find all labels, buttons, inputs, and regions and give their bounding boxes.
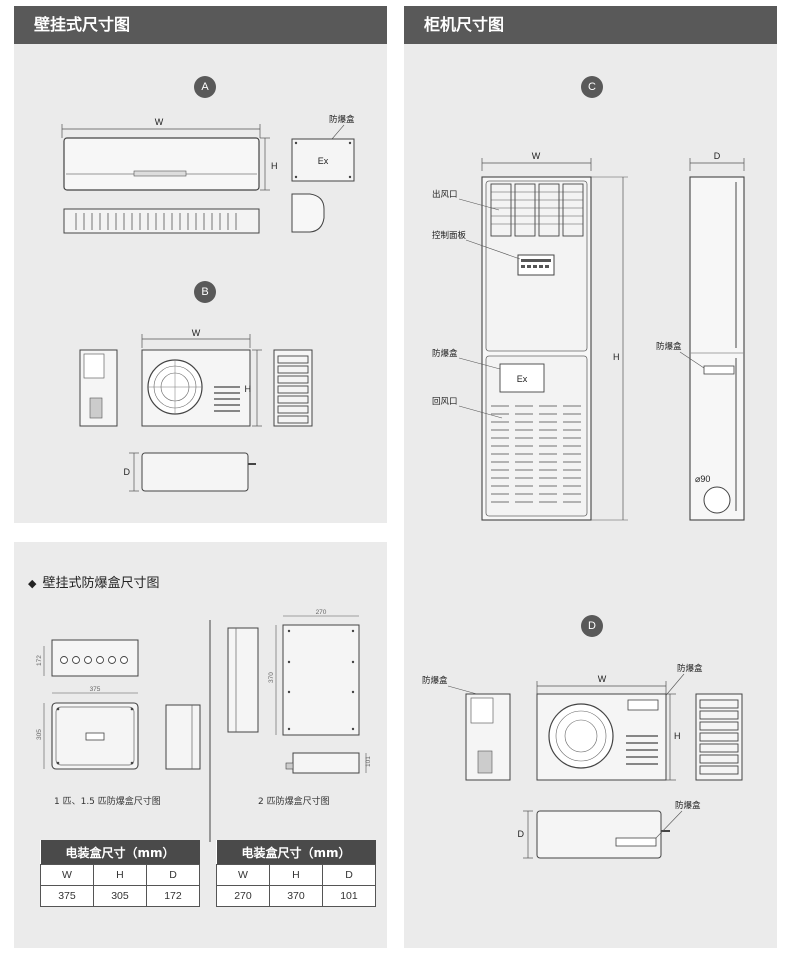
label-explosion-box-a: 防爆盒 — [329, 114, 355, 124]
large-box-front — [282, 624, 360, 736]
spec-table-large: 电装盒尺寸（mm） W H D 270 370 101 — [216, 840, 377, 907]
large-box-top — [292, 752, 360, 774]
spec-table-large-header-d: D — [321, 864, 377, 886]
label-explosion-box-d3: 防爆盒 — [675, 800, 701, 810]
spec-table-large-header-w: W — [216, 864, 270, 886]
label-outlet: 出风口 — [432, 189, 458, 199]
label-return-air: 回风口 — [432, 396, 458, 406]
indoor-unit-side — [291, 193, 325, 233]
spec-table-small-title: 电装盒尺寸（mm） — [40, 840, 200, 865]
dim-h-c: H — [613, 352, 620, 362]
explosion-box-drawing: 172 375 305 270 370 101 — [36, 609, 372, 842]
label-control-panel: 控制面板 — [432, 230, 467, 240]
explosion-box-a — [291, 138, 355, 182]
label-explosion-box-d1: 防爆盒 — [422, 675, 448, 685]
dim-large-box-w: 270 — [316, 609, 327, 616]
spec-table-small-value-d: 172 — [145, 885, 201, 907]
cabinet-side — [689, 176, 745, 521]
spec-table-large-value-h: 370 — [268, 885, 323, 907]
dim-h-d: H — [674, 731, 681, 741]
caption-large-box: 2 匹防爆盒尺寸图 — [258, 797, 330, 807]
outdoor-unit-top-d — [536, 810, 662, 859]
outdoor-unit-top-b — [141, 452, 249, 492]
dim-h-a: H — [271, 161, 278, 171]
spec-table-large-title: 电装盒尺寸（mm） — [216, 840, 376, 865]
dim-w-b: W — [192, 328, 201, 338]
explosion-box-c — [499, 363, 545, 393]
label-ex-a: Ex — [318, 156, 329, 166]
label-explosion-box-c-side: 防爆盒 — [656, 341, 682, 351]
small-box-side — [165, 704, 201, 770]
wall-mounted-panel: 壁挂式尺寸图 A B W H 防爆盒 — [14, 6, 387, 523]
large-box-side — [227, 627, 259, 733]
dim-w-c: W — [532, 151, 541, 161]
explosion-box-panel: ◆ 壁挂式防爆盒尺寸图 172 375 305 270 — [14, 542, 387, 948]
indoor-unit-front — [63, 137, 260, 191]
spec-table-large-value-w: 270 — [216, 885, 270, 907]
cabinet-unit-drawing: W 出风口 控制面板 防爆盒 Ex — [422, 151, 745, 859]
label-explosion-box-d2: 防爆盒 — [677, 663, 703, 673]
bullet-icon: ◆ — [28, 577, 37, 590]
spec-table-small-value-h: 305 — [92, 885, 147, 907]
dim-h-b: H — [245, 384, 252, 394]
spec-table-small-header-w: W — [40, 864, 94, 886]
cabinet-title: 柜机尺寸图 — [404, 6, 777, 44]
badge-b: B — [194, 281, 216, 303]
box-panel-title-text: 壁挂式防爆盒尺寸图 — [42, 576, 160, 591]
label-ex-c: Ex — [517, 374, 528, 384]
spec-table-large-header-h: H — [268, 864, 323, 886]
fan-d — [548, 703, 614, 769]
outdoor-unit-side-right — [273, 349, 313, 427]
dim-small-box-h: 305 — [36, 729, 43, 740]
badge-c: C — [581, 76, 603, 98]
spec-table-large-value-d: 101 — [321, 885, 377, 907]
badge-d: D — [581, 615, 603, 637]
cabinet-panel: 柜机尺寸图 C D W 出风口 控制面板 防爆盒 Ex — [404, 6, 777, 948]
dim-small-box-d: 172 — [36, 655, 43, 666]
indoor-unit-bottom — [63, 208, 260, 234]
caption-small-box: 1 匹、1.5 匹防爆盒尺寸图 — [54, 797, 161, 807]
dim-small-box-w: 375 — [90, 686, 101, 693]
dim-d-b: D — [124, 467, 131, 477]
dim-d-d: D — [518, 829, 525, 839]
outdoor-unit-side-d-right — [695, 693, 743, 781]
dim-d-c: D — [714, 151, 721, 161]
dim-large-box-h: 370 — [268, 672, 275, 683]
dim-w-a: W — [155, 117, 164, 127]
box-panel-title: ◆ 壁挂式防爆盒尺寸图 — [28, 572, 159, 591]
spec-table-small: 电装盒尺寸（mm） W H D 375 305 172 — [40, 840, 201, 907]
spec-table-small-header-d: D — [145, 864, 201, 886]
wall-mounted-title: 壁挂式尺寸图 — [14, 6, 387, 44]
dim-w-d: W — [598, 674, 607, 684]
spec-table-small-value-w: 375 — [40, 885, 94, 907]
label-explosion-box-c: 防爆盒 — [432, 348, 458, 358]
dim-diameter: ⌀90 — [695, 474, 710, 484]
wall-unit-drawing: W H 防爆盒 Ex — [61, 114, 355, 492]
spec-table-small-header-h: H — [92, 864, 147, 886]
dim-large-box-d: 101 — [365, 756, 372, 767]
badge-a: A — [194, 76, 216, 98]
pipe-hole — [703, 486, 731, 514]
